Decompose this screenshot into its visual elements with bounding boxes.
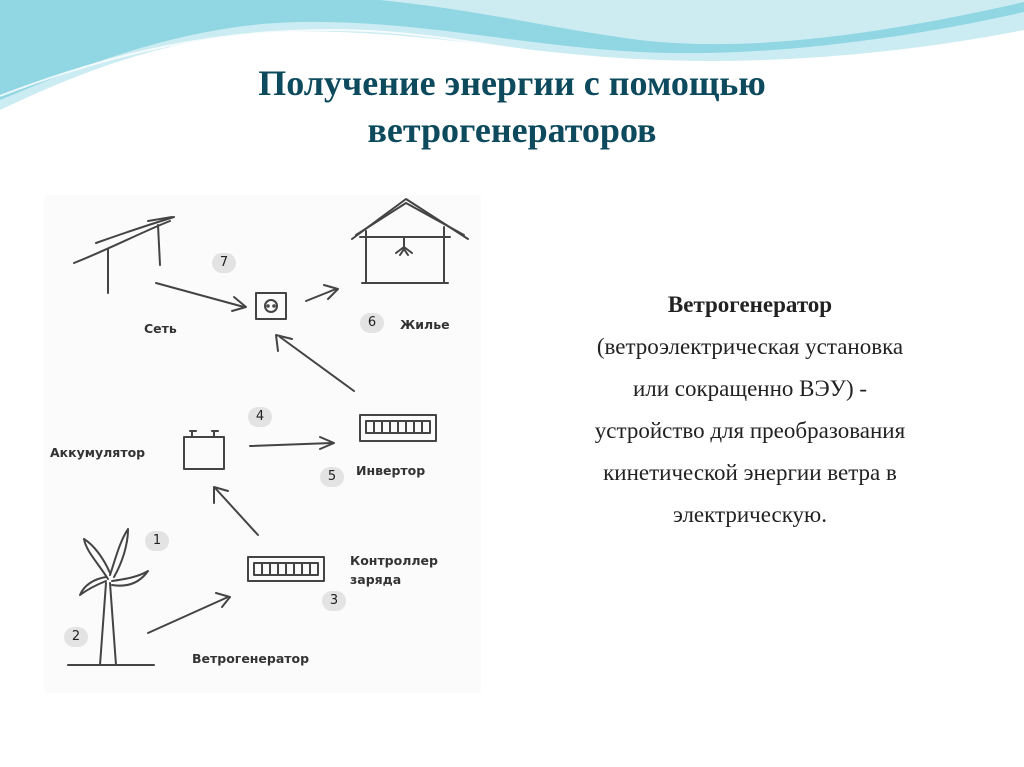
description-line-2: или сокращенно ВЭУ) - [632, 376, 868, 401]
battery-icon [183, 430, 225, 470]
label-controller-line-1: Контроллер [350, 553, 438, 568]
power-line-icon [73, 216, 175, 294]
slide-title: Получение энергии с помощью ветрогенерат… [0, 60, 1024, 154]
badge-1: 1 [145, 531, 169, 551]
wind-turbine-icon [67, 528, 155, 666]
badge-7: 7 [212, 253, 236, 273]
flow-arrows [147, 282, 355, 634]
label-grid: Сеть [144, 321, 177, 336]
badge-5: 5 [320, 467, 344, 487]
description-heading: Ветрогенератор [667, 292, 833, 317]
label-battery: Аккумулятор [50, 445, 146, 460]
description-line-1: (ветроэлектрическая установка [596, 334, 904, 359]
description-line-5: электрическую. [673, 502, 827, 527]
badge-6: 6 [360, 313, 384, 333]
badge-2: 2 [64, 627, 88, 647]
description-line-4: кинетической энергии ветра в [603, 460, 897, 485]
title-line-2: ветрогенераторов [367, 110, 657, 150]
inverter-icon [359, 414, 437, 442]
badge-3: 3 [322, 591, 346, 611]
diagram-sketch [67, 198, 469, 666]
socket-icon [255, 292, 287, 320]
description-text: Ветрогенератор (ветроэлектрическая устан… [520, 284, 980, 536]
header-wave-decoration [0, 0, 1024, 110]
description-line-3: устройство для преобразования [594, 418, 906, 443]
badge-4: 4 [248, 407, 272, 427]
label-generator: Ветрогенератор [192, 651, 310, 666]
label-controller-line-2: заряда [350, 572, 402, 587]
house-icon [351, 198, 469, 284]
energy-flow-diagram: Сеть Жилье Аккумулятор Инвертор Контролл… [44, 195, 481, 693]
label-inverter: Инвертор [356, 463, 426, 478]
charge-controller-icon [247, 556, 325, 582]
title-line-1: Получение энергии с помощью [258, 63, 766, 103]
label-home: Жилье [400, 317, 450, 332]
